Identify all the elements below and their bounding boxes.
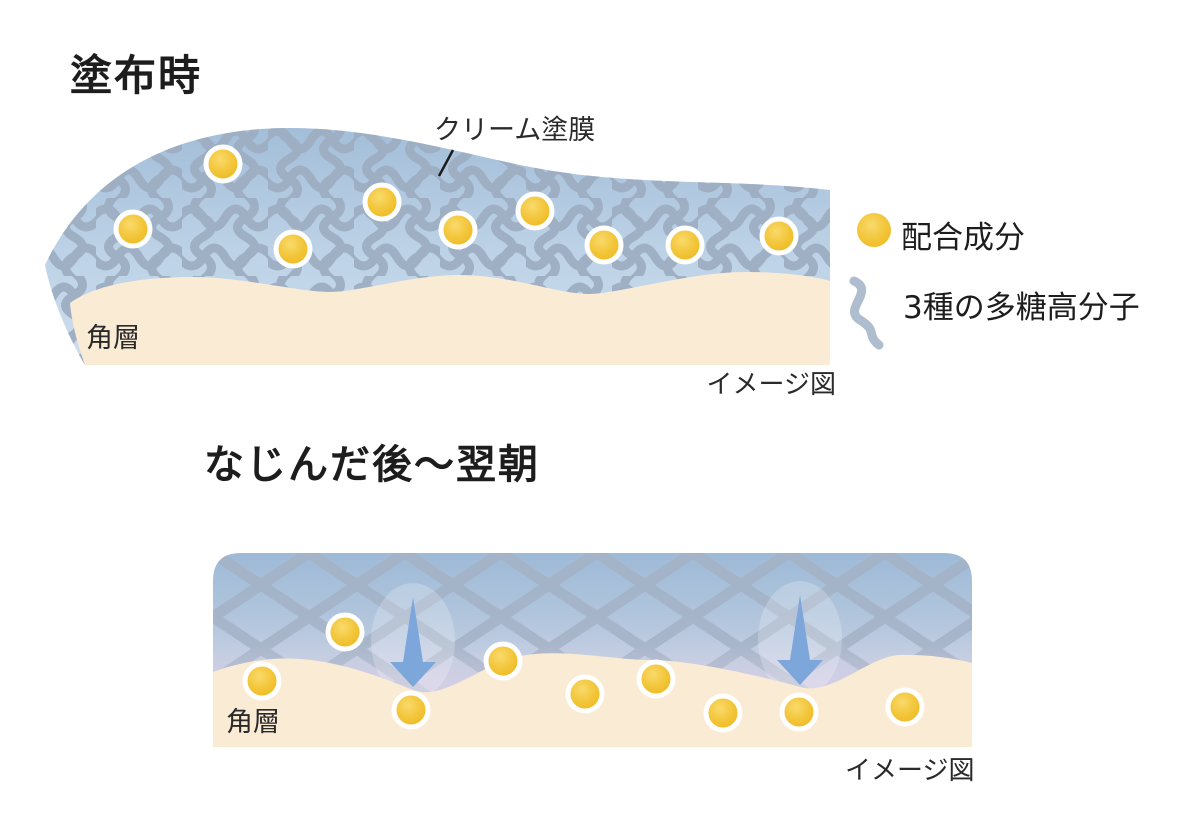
ingredient-particle (665, 225, 705, 265)
ingredient-dot-icon (857, 213, 891, 247)
cream-on-skin-diagram (45, 128, 830, 365)
ingredient-particles-top (113, 144, 799, 269)
ingredient-particle (636, 659, 676, 699)
legend-ingredient-label: 配合成分 (901, 220, 1025, 256)
ingredient-particle (779, 692, 819, 732)
ingredient-particle (483, 641, 523, 681)
absorbed-skin-diagram (213, 553, 972, 747)
ingredient-particle (584, 225, 624, 265)
penetration-arrow (390, 597, 436, 687)
stratum-corneum-label-top: 角層 (86, 323, 140, 354)
ingredient-particle (242, 661, 282, 701)
polymer-wave-icon (849, 276, 884, 350)
ingredient-particle (113, 209, 153, 249)
ingredient-particle (273, 229, 313, 269)
bottom-section-title: なじんだ後～翌朝 (204, 442, 540, 488)
top-section-title: 塗布時 (70, 51, 203, 100)
image-note-caption-top: イメージ図 (706, 370, 836, 400)
image-note-caption-bottom: イメージ図 (845, 756, 975, 786)
stratum-corneum-layer (70, 272, 830, 365)
ingredient-particle (325, 612, 365, 652)
ingredient-particle (759, 216, 799, 256)
ingredient-particle (203, 144, 243, 184)
penetration-arrow (777, 595, 823, 685)
stratum-corneum-label-bottom: 角層 (226, 707, 280, 738)
legend: 配合成分 3種の多糖高分子 (840, 206, 1180, 366)
ingredient-particle (391, 690, 431, 730)
ingredient-particle (438, 210, 478, 250)
cream-film-label: クリーム塗膜 (434, 115, 596, 146)
cream-film-leader-line (437, 149, 455, 177)
ingredient-particle (515, 191, 555, 231)
ingredient-particle (703, 693, 743, 733)
legend-polymer-label: 3種の多糖高分子 (903, 290, 1140, 326)
ingredient-particle (885, 687, 925, 727)
penetration-arrows (390, 595, 823, 687)
ingredient-particle (565, 674, 605, 714)
ingredient-particle (362, 182, 402, 222)
ingredient-particles-bottom (242, 612, 925, 733)
